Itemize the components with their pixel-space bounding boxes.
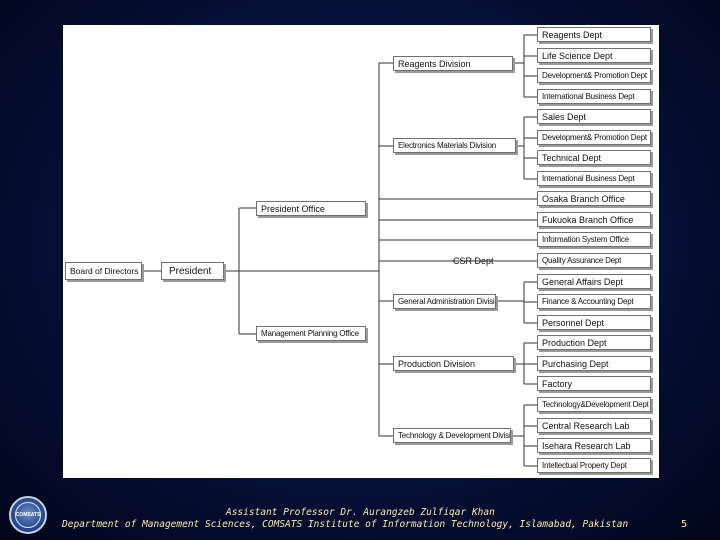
international-business-dept-box-2: International Business Dept [537, 171, 651, 186]
personnel-dept-box: Personnel Dept [537, 315, 651, 330]
board-of-directors-box: Board of Directors [65, 262, 142, 280]
finance-accounting-dept-box: Finance & Accounting Dept [537, 294, 651, 309]
electronics-materials-division-box: Electronics Materials Division [393, 138, 516, 153]
president-box: President [161, 262, 224, 280]
footer-affiliation: Department of Management Sciences, COMSA… [62, 519, 629, 530]
page-number: 5 [681, 519, 688, 530]
sales-dept-box: Sales Dept [537, 109, 651, 124]
president-office-box: President Office [256, 201, 366, 216]
central-research-lab-box: Central Research Lab [537, 418, 651, 433]
technology-development-division-box: Technology & Development Division [393, 428, 511, 443]
org-chart-connectors [142, 34, 537, 467]
comsats-logo-text: COMSATS [15, 502, 41, 528]
reagents-dept-box: Reagents Dept [537, 27, 651, 42]
international-business-dept-box: International Business Dept [537, 89, 651, 104]
intellectual-property-dept-box: Intellectual Property Dept [537, 458, 651, 473]
factory-box: Factory [537, 376, 651, 391]
quality-assurance-dept-box: Quality Assurance Dept [537, 253, 651, 268]
org-chart: Board of Directors President President O… [63, 25, 659, 478]
reagents-division-box: Reagents Division [393, 56, 513, 71]
production-dept-box: Production Dept [537, 335, 651, 350]
isehara-research-lab-box: Isehara Research Lab [537, 438, 651, 453]
general-affairs-dept-box: General Affairs Dept [537, 274, 651, 289]
osaka-branch-office-box: Osaka Branch Office [537, 191, 651, 206]
technology-development-dept-box: Technology&Development Dept [537, 397, 651, 412]
fukuoka-branch-office-box: Fukuoka Branch Office [537, 212, 651, 227]
life-science-dept-box: Life Science Dept [537, 48, 651, 63]
footer-author: Assistant Professor Dr. Aurangzeb Zulfiq… [226, 507, 495, 518]
development-promotion-dept-box: Development& Promotion Dept [537, 68, 651, 83]
purchasing-dept-box: Purchasing Dept [537, 356, 651, 371]
comsats-logo: COMSATS [9, 496, 47, 534]
csr-dept-label: CSR Dept [453, 255, 494, 266]
general-administration-division-box: General Administration Division [393, 294, 496, 309]
technical-dept-box: Technical Dept [537, 150, 651, 165]
production-division-box: Production Division [393, 356, 514, 371]
development-promotion-dept-box-2: Development& Promotion Dept [537, 130, 651, 145]
information-system-office-box: Information System Office [537, 232, 651, 247]
management-planning-office-box: Management Planning Office [256, 326, 366, 341]
